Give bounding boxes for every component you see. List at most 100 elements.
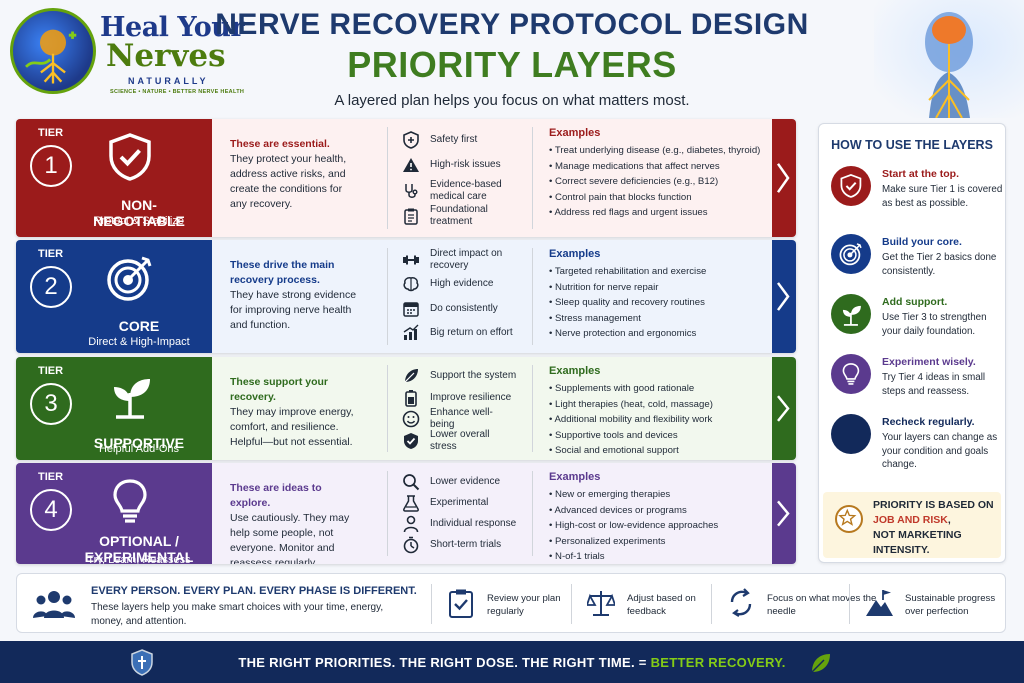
stethoscope-icon bbox=[402, 182, 420, 200]
tier-name: OPTIONAL / EXPERIMENTAL bbox=[84, 533, 194, 564]
how-to-use-panel: HOW TO USE THE LAYERS Start at the top. … bbox=[818, 123, 1006, 563]
tier-subtitle: Helpful Add-Ons bbox=[98, 443, 180, 455]
lightbulb-icon bbox=[104, 475, 156, 527]
how-to-step-heading: Start at the top. bbox=[882, 168, 960, 180]
tier-pillars: Direct impact on recovery High evidence … bbox=[387, 248, 517, 345]
tier-row-3: TIER 3 SUPPORTIVE Helpful Add-Ons These … bbox=[16, 357, 796, 460]
lightbulb-icon bbox=[831, 354, 871, 394]
tier-tag: TIER bbox=[38, 248, 64, 260]
tier-arrow bbox=[772, 119, 796, 237]
tier-description-text: They may improve energy, comfort, and re… bbox=[230, 406, 354, 448]
tier-pillar: Support the system bbox=[402, 365, 517, 387]
leaf-icon bbox=[808, 650, 834, 676]
page-title: NERVE RECOVERY PROTOCOL DESIGN bbox=[215, 8, 809, 41]
how-to-use-title: HOW TO USE THE LAYERS bbox=[831, 138, 993, 152]
shield-cross-icon bbox=[402, 130, 420, 149]
people-group-icon bbox=[33, 588, 75, 620]
page-tagline: A layered plan helps you focus on what m… bbox=[334, 92, 690, 109]
tier-number: 1 bbox=[30, 145, 72, 187]
bottom-tip-label: Adjust based on feedback bbox=[627, 593, 696, 617]
tier-number: 4 bbox=[30, 489, 72, 531]
tier-pillar-label: Evidence-based medical care bbox=[430, 178, 502, 202]
tier-label-panel: TIER 2 CORE Direct & High-Impact bbox=[16, 240, 212, 353]
tier-body: These are ideas to explore. Use cautious… bbox=[212, 463, 772, 564]
chart-icon bbox=[402, 324, 420, 342]
tier-pillar: Big return on effort bbox=[402, 321, 517, 345]
person-icon bbox=[402, 515, 420, 533]
how-to-step: Experiment wisely. Try Tier 4 ideas in s… bbox=[831, 354, 1001, 412]
how-to-step: Recheck regularly. Your layers can chang… bbox=[831, 414, 1001, 472]
tier-examples-heading: Examples bbox=[549, 127, 601, 139]
tier-example-item: Advanced devices or programs bbox=[549, 503, 772, 519]
how-to-step-text: Use Tier 3 to strengthen your daily foun… bbox=[882, 312, 987, 337]
chart-icon bbox=[831, 414, 871, 454]
how-to-step-heading: Build your core. bbox=[882, 236, 962, 248]
bottom-heading: EVERY PERSON. EVERY PLAN. EVERY PHASE IS… bbox=[91, 585, 417, 597]
tier-pillar: Evidence-based medical care bbox=[402, 178, 517, 204]
how-to-step-text: Your layers can change as your condition… bbox=[882, 432, 998, 470]
tier-examples: Examples Supplements with good rationale… bbox=[532, 365, 772, 456]
tier-pillar-label: Direct impact on recovery bbox=[430, 248, 503, 272]
cycle-icon bbox=[727, 588, 755, 618]
tier-pillar: Foundational treatment bbox=[402, 204, 517, 230]
tier-example-item: Correct severe deficiencies (e.g., B12) bbox=[549, 174, 772, 190]
how-to-step-heading: Experiment wisely. bbox=[882, 356, 976, 368]
shield-check-icon bbox=[831, 166, 871, 206]
how-to-step: Add support. Use Tier 3 to strengthen yo… bbox=[831, 294, 1001, 352]
tier-subtitle: Protect & Stabilize bbox=[94, 215, 184, 227]
smile-icon bbox=[402, 410, 420, 428]
tier-description: These drive the main recovery process. T… bbox=[230, 258, 360, 333]
bottom-text: These layers help you make smart choices… bbox=[91, 602, 384, 627]
tier-example-item: Address red flags and urgent issues bbox=[549, 205, 772, 221]
sprout-icon bbox=[831, 294, 871, 334]
tier-description-text: They protect your health, address active… bbox=[230, 153, 347, 210]
how-to-step: Build your core. Get the Tier 2 basics d… bbox=[831, 234, 1001, 292]
tier-label-panel: TIER 1 NON-NEGOTIABLE Protect & Stabiliz… bbox=[16, 119, 212, 237]
tier-label-panel: TIER 3 SUPPORTIVE Helpful Add-Ons bbox=[16, 357, 212, 460]
tier-description-lead: These are essential. bbox=[230, 138, 330, 150]
tier-example-item: Control pain that blocks function bbox=[549, 190, 772, 206]
tier-example-item: New or emerging therapies bbox=[549, 487, 772, 503]
tier-tag: TIER bbox=[38, 127, 64, 139]
tier-number: 3 bbox=[30, 383, 72, 425]
target-icon bbox=[831, 234, 871, 274]
tier-subtitle: Try, Learn, Reassess bbox=[87, 554, 191, 564]
tier-name: SUPPORTIVE bbox=[93, 435, 185, 451]
tier-example-item: Personalized experiments bbox=[549, 534, 772, 550]
tier-examples-heading: Examples bbox=[549, 365, 601, 377]
nervous-system-figure-image bbox=[874, 0, 1024, 118]
tier-arrow bbox=[772, 240, 796, 353]
tier-pillar-label: Enhance well-being bbox=[430, 407, 493, 431]
bottom-tip: Sustainable progress over perfection bbox=[865, 584, 1000, 624]
warning-icon bbox=[402, 156, 420, 174]
how-to-step-text: Make sure Tier 1 is covered as best as p… bbox=[882, 184, 1003, 209]
dumbbell-icon bbox=[402, 251, 420, 269]
divider bbox=[571, 584, 572, 624]
footer-banner: THE RIGHT PRIORITIES. THE RIGHT DOSE. TH… bbox=[0, 641, 1024, 683]
tier-description-text: They have strong evidence for improving … bbox=[230, 289, 357, 331]
tier-description: These are ideas to explore. Use cautious… bbox=[230, 481, 360, 564]
how-to-step-text: Get the Tier 2 basics done consistently. bbox=[882, 252, 997, 277]
shield-check-icon bbox=[402, 432, 420, 450]
tier-pillar: Safety first bbox=[402, 127, 517, 153]
tier-body: These are essential. They protect your h… bbox=[212, 119, 772, 237]
tier-pillar: Experimental bbox=[402, 492, 517, 513]
calendar-icon bbox=[402, 300, 420, 318]
tier-description: These are essential. They protect your h… bbox=[230, 137, 360, 212]
bottom-tip: Adjust based on feedback bbox=[585, 584, 722, 624]
tier-label-panel: TIER 4 OPTIONAL / EXPERIMENTAL Try, Lear… bbox=[16, 463, 212, 564]
leaf-icon bbox=[402, 367, 420, 385]
tier-pillar-label: Lower evidence bbox=[430, 475, 501, 487]
bottom-tip-label: Review your plan regularly bbox=[487, 593, 561, 617]
tier-pillars: Support the system Improve resilience En… bbox=[387, 365, 517, 452]
tier-arrow bbox=[772, 463, 796, 564]
tier-example-item: Supplements with good rationale bbox=[549, 381, 772, 397]
bottom-tip-label: Sustainable progress over perfection bbox=[905, 593, 996, 617]
tier-example-item: Sleep quality and recovery routines bbox=[549, 295, 772, 311]
sprout-icon bbox=[104, 369, 156, 421]
bottom-tip-label: Focus on what moves the needle bbox=[767, 593, 877, 617]
tier-pillar-label: Foundational treatment bbox=[430, 204, 488, 228]
tier-pillar: Enhance well-being bbox=[402, 407, 517, 431]
logo-emblem-icon bbox=[10, 8, 96, 94]
tier-row-2: TIER 2 CORE Direct & High-Impact These d… bbox=[16, 240, 796, 353]
